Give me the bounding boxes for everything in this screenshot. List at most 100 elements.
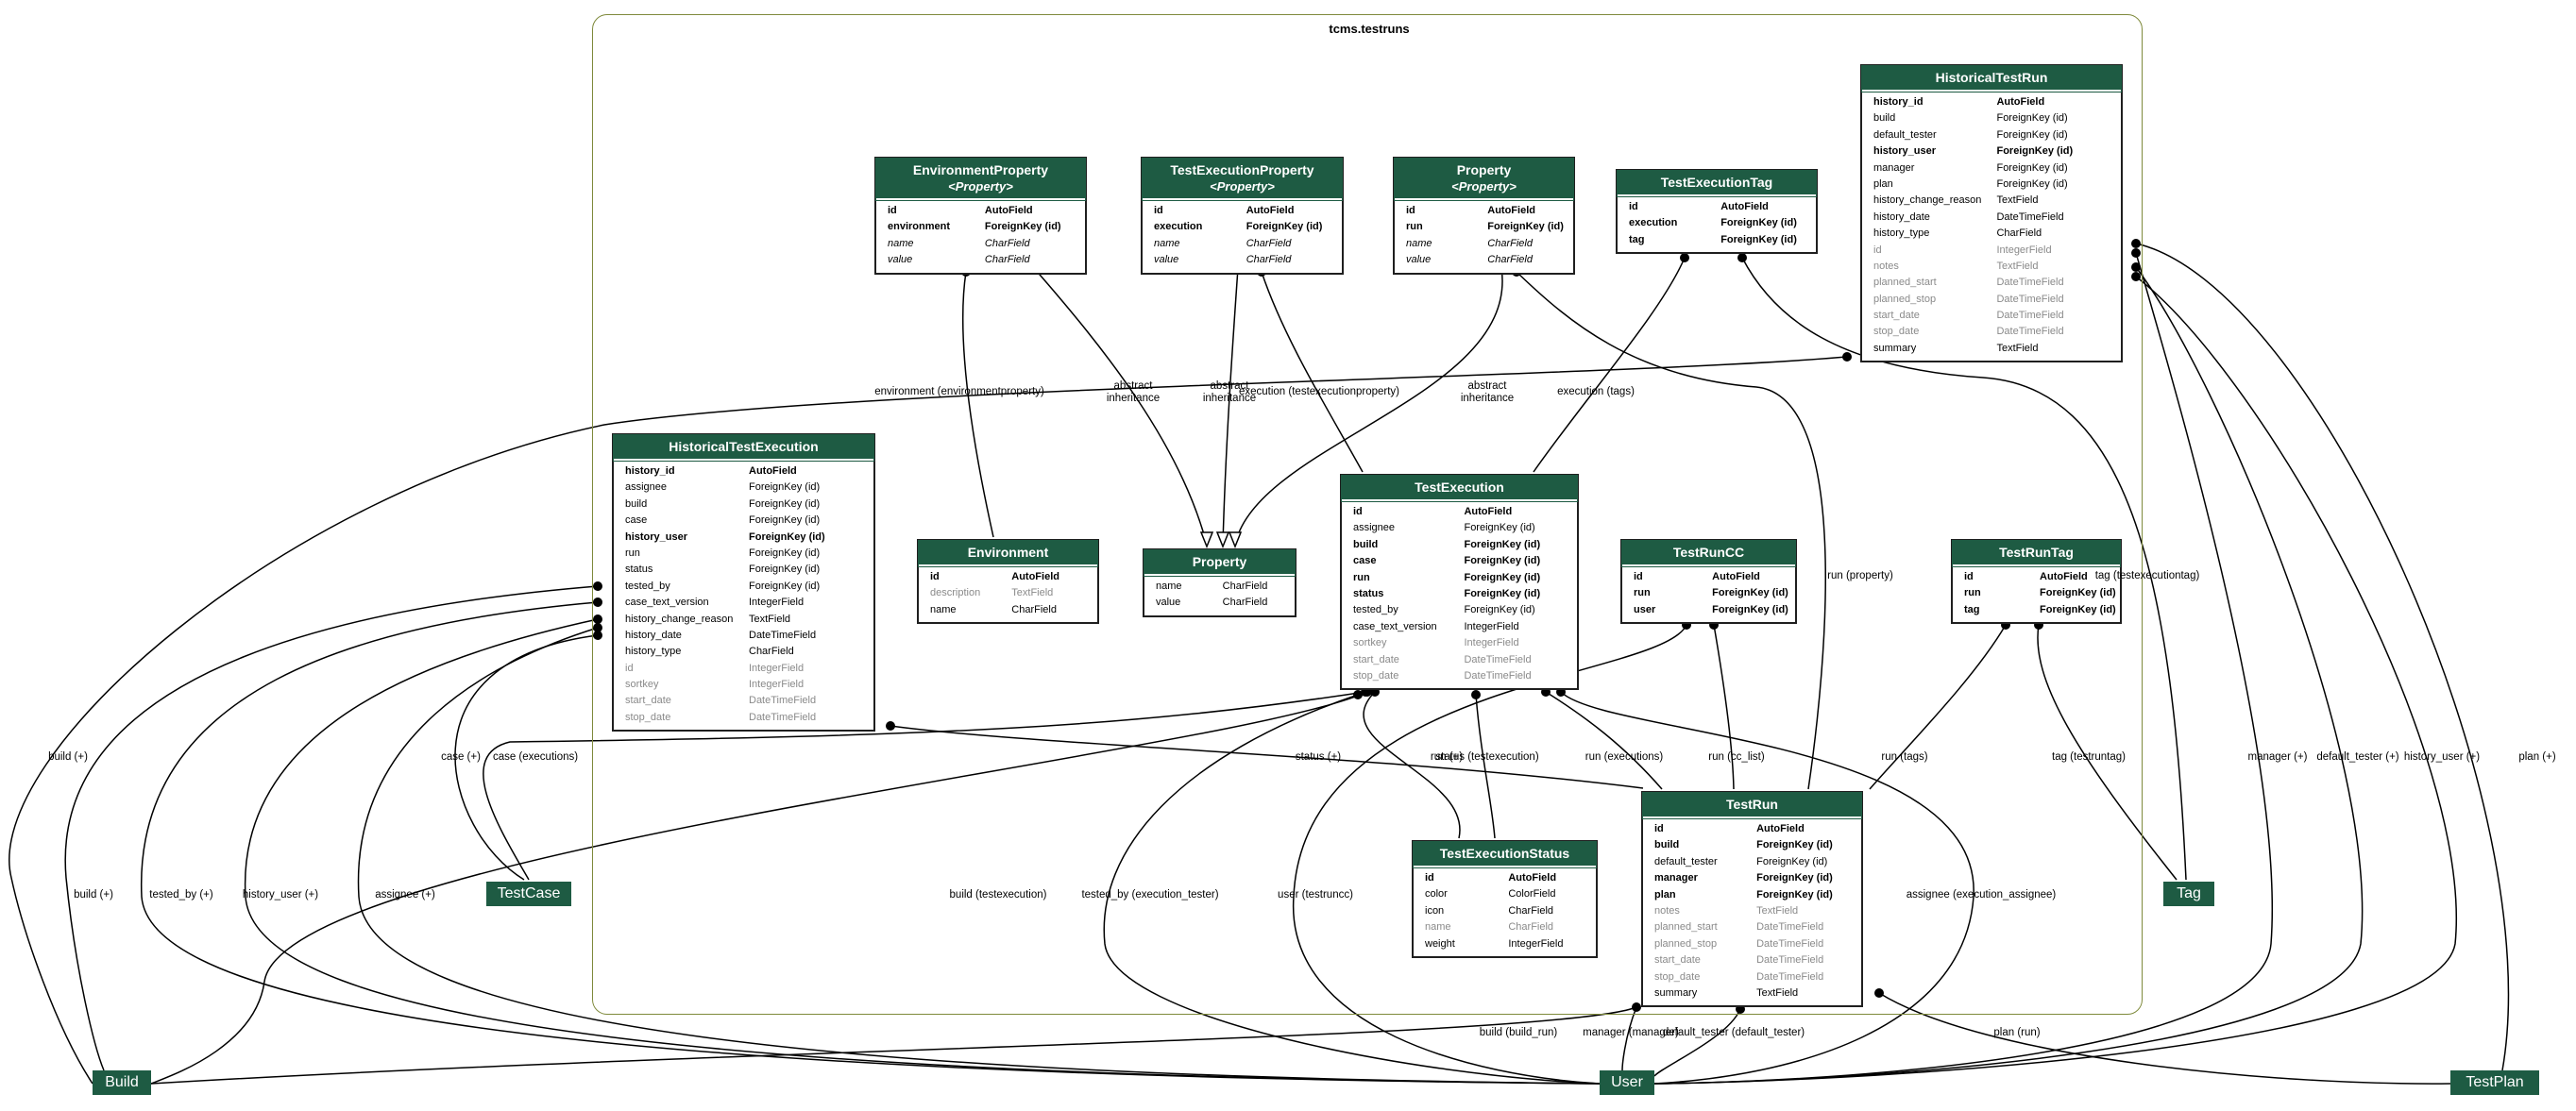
edge-user-cc — [1293, 624, 1687, 1085]
field-type: CharField — [984, 237, 1030, 249]
field-type: IntegerField — [1464, 620, 1519, 632]
edge-label: tag (testruntag) — [2052, 751, 2126, 763]
field-name: planned_stop — [1873, 293, 1937, 305]
field-type: ForeignKey (id) — [1246, 221, 1323, 233]
field-type: IntegerField — [749, 662, 805, 674]
field-name: name — [888, 237, 914, 249]
field-type: ForeignKey (id) — [1756, 855, 1828, 867]
relation-end-dot-icon — [593, 581, 602, 591]
table-title: HistoricalTestExecution — [669, 439, 819, 454]
edge-label: run (property) — [1827, 570, 1893, 581]
field-name: value — [1156, 597, 1181, 609]
field-name: id — [1634, 571, 1643, 582]
edge-histexec-histuser — [244, 618, 1601, 1085]
field-name: manager — [1873, 161, 1915, 174]
field-type: ForeignKey (id) — [1464, 587, 1541, 599]
field-type: ForeignKey (id) — [1464, 555, 1541, 567]
field-type: AutoField — [1464, 506, 1513, 517]
field-type: ColorField — [1508, 888, 1556, 901]
field-type: CharField — [1996, 227, 2042, 240]
field-name: stop_date — [625, 711, 671, 723]
node-user[interactable]: User — [1600, 1070, 1654, 1095]
field-name: history_user — [1873, 145, 1937, 158]
field-type: ForeignKey (id) — [1996, 177, 2068, 190]
field-name: tested_by — [625, 580, 670, 592]
field-name: build — [1873, 112, 1896, 125]
field-type: DateTimeField — [1996, 310, 2064, 322]
node-build[interactable]: Build — [93, 1070, 151, 1095]
edge-tagexectag — [1741, 257, 2187, 881]
edge-label: build (+) — [74, 889, 113, 901]
field-name: start_date — [1353, 653, 1399, 665]
field-type: ForeignKey (id) — [1464, 571, 1541, 583]
edge-testedby-exec — [1103, 694, 1601, 1085]
field-name: build — [1654, 839, 1680, 851]
field-type: CharField — [1222, 597, 1268, 609]
field-name: status — [625, 564, 653, 576]
field-name: name — [1425, 921, 1451, 934]
edge-tagrun — [2037, 624, 2178, 881]
table-header: Property<Property> — [1394, 158, 1574, 201]
field-name: run — [1353, 571, 1370, 583]
edge-label: history_user (+) — [2403, 751, 2481, 763]
field-name: id — [930, 571, 940, 582]
field-name: tag — [1629, 233, 1645, 245]
edge-runtags — [1869, 624, 2007, 790]
field-type: DateTimeField — [1756, 937, 1824, 950]
field-type: TextField — [1756, 904, 1799, 917]
field-name: status — [1353, 587, 1384, 599]
field-name: weight — [1425, 937, 1455, 950]
relation-end-dot-icon — [1737, 253, 1747, 262]
node-tag[interactable]: Tag — [2163, 882, 2214, 906]
field-name: history_user — [625, 530, 688, 543]
edge-label: assignee (execution_assignee) — [1906, 889, 2057, 901]
edge-label: status (+) — [1295, 751, 1342, 763]
field-type: ForeignKey (id) — [1712, 603, 1788, 615]
table-subtitle: <Property> — [1451, 179, 1517, 194]
table-title: TestRunCC — [1672, 545, 1745, 560]
field-type: AutoField — [1712, 571, 1760, 582]
edge-planrun — [1878, 992, 2451, 1085]
relation-end-dot-icon — [2131, 248, 2141, 258]
field-type: IntegerField — [749, 679, 805, 691]
field-type: ForeignKey (id) — [1996, 112, 2068, 125]
node-testplan[interactable]: TestPlan — [2450, 1070, 2539, 1095]
node-testcase[interactable]: TestCase — [486, 882, 571, 906]
field-name: id — [1353, 506, 1363, 517]
relation-end-dot-icon — [2131, 262, 2141, 272]
edge-label: default_tester (+) — [2316, 751, 2399, 763]
field-name: summary — [1654, 986, 1698, 999]
